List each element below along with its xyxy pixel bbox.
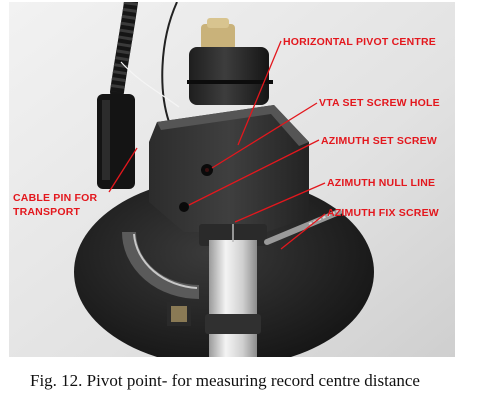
tube-clamp: [205, 314, 261, 334]
pivot-body: [149, 105, 309, 232]
label-cable-pin-line1: CABLE PIN FOR: [13, 192, 97, 204]
figure-caption: Fig. 12. Pivot point- for measuring reco…: [30, 371, 420, 390]
arm-tube: [209, 240, 257, 357]
azimuth-set-screw: [179, 202, 189, 212]
label-azimuth-set-screw: AZIMUTH SET SCREW: [321, 135, 437, 147]
label-horizontal-pivot-centre: HORIZONTAL PIVOT CENTRE: [283, 36, 436, 48]
pivot-cylinder: [189, 47, 269, 105]
azimuth-fix-screw-arm: [264, 209, 342, 245]
cable-spiral: [110, 2, 138, 99]
label-vta-set-screw-hole: VTA SET SCREW HOLE: [319, 97, 440, 109]
thin-cable: [161, 2, 178, 123]
tonearm-photo: HORIZONTAL PIVOT CENTRE VTA SET SCREW HO…: [9, 2, 455, 357]
annotation-lines: [108, 40, 326, 250]
label-azimuth-null-line: AZIMUTH NULL LINE: [327, 177, 435, 189]
pivot-top-cap: [201, 24, 235, 50]
label-azimuth-fix-screw: AZIMUTH FIX SCREW: [327, 207, 439, 219]
label-cable-pin-line2: TRANSPORT: [13, 206, 81, 218]
white-wire: [120, 61, 180, 108]
